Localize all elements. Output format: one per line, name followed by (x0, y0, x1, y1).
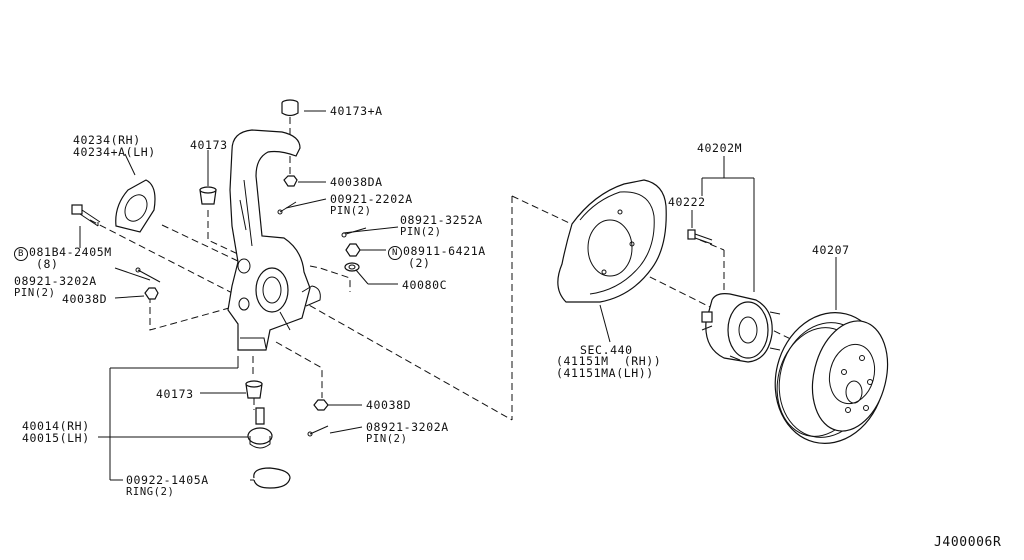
label-pin-4: PIN(2) (366, 433, 408, 445)
label-41151m: (41151M (RH)) (556, 354, 662, 368)
pin-right-icon (345, 227, 367, 235)
label-08921-3252a: 08921-3252A (400, 213, 483, 227)
label-40080c: 40080C (402, 278, 448, 292)
label-qty-8: (8) (36, 257, 59, 271)
brake-rotor-icon (774, 312, 889, 444)
diagram-id: J400006R (934, 535, 1002, 550)
label-sec-440: SEC.440 (580, 343, 633, 357)
label-pin-3: PIN(2) (14, 287, 56, 299)
nut-left-icon (144, 287, 159, 300)
label-00921: 00921-2202A (330, 192, 413, 206)
label-40222: 40222 (668, 195, 706, 209)
label-40207: 40207 (812, 243, 850, 257)
pin-icon (279, 201, 297, 213)
splash-guard-icon (557, 179, 667, 303)
bushing-top-icon (281, 99, 299, 117)
label-40173-mid: 40173 (156, 387, 194, 401)
ball-joint-icon (247, 407, 273, 449)
label-40015: 40015(LH) (22, 431, 90, 445)
nut-40038da-icon (283, 175, 298, 187)
assembly-dashes (89, 117, 847, 421)
label-40202m: 40202M (697, 141, 743, 155)
steering-knuckle-icon (227, 129, 321, 351)
label-pin-1: PIN(2) (330, 205, 372, 217)
hub-bearing-icon (701, 293, 781, 363)
label-40173a: 40173+A (330, 104, 383, 118)
label-40038da: 40038DA (330, 175, 383, 189)
washer-icon (344, 262, 360, 272)
pin-bottom-icon (309, 425, 329, 435)
dust-seal-icon (115, 179, 156, 233)
bolt-icon (71, 204, 101, 227)
label-40234-lh: 40234+A(LH) (73, 145, 156, 159)
circle-n-icon: N (388, 246, 402, 260)
snap-ring-icon (253, 467, 291, 489)
label-40014: 40014(RH) (22, 419, 90, 433)
label-08921-3202a-left: 08921-3202A (14, 274, 97, 288)
nut-bottom-icon (313, 399, 329, 411)
label-08921-3202a-bottom: 08921-3202A (366, 420, 449, 434)
pin-left-icon (137, 269, 161, 283)
label-00922: 00922-1405A (126, 473, 209, 487)
label-40234-rh: 40234(RH) (73, 133, 141, 147)
bushing-left-icon (199, 186, 217, 205)
label-40038d-left: 40038D (62, 292, 108, 306)
label-41151ma: (41151MA(LH)) (556, 366, 654, 380)
label-qty-2: (2) (408, 256, 431, 270)
hub-bolt-icon (687, 229, 713, 245)
label-081b4-text: 081B4-2405M (29, 245, 112, 259)
label-40038d-bottom: 40038D (366, 398, 412, 412)
nut-08911-icon (345, 243, 361, 257)
label-08911-text: 08911-6421A (403, 244, 486, 258)
leader-lines (79, 110, 837, 481)
label-40173-top: 40173 (190, 138, 228, 152)
label-ring: RING(2) (126, 486, 175, 498)
label-pin-2: PIN(2) (400, 226, 442, 238)
circle-b-icon: B (14, 247, 28, 261)
bushing-mid-icon (245, 380, 263, 399)
